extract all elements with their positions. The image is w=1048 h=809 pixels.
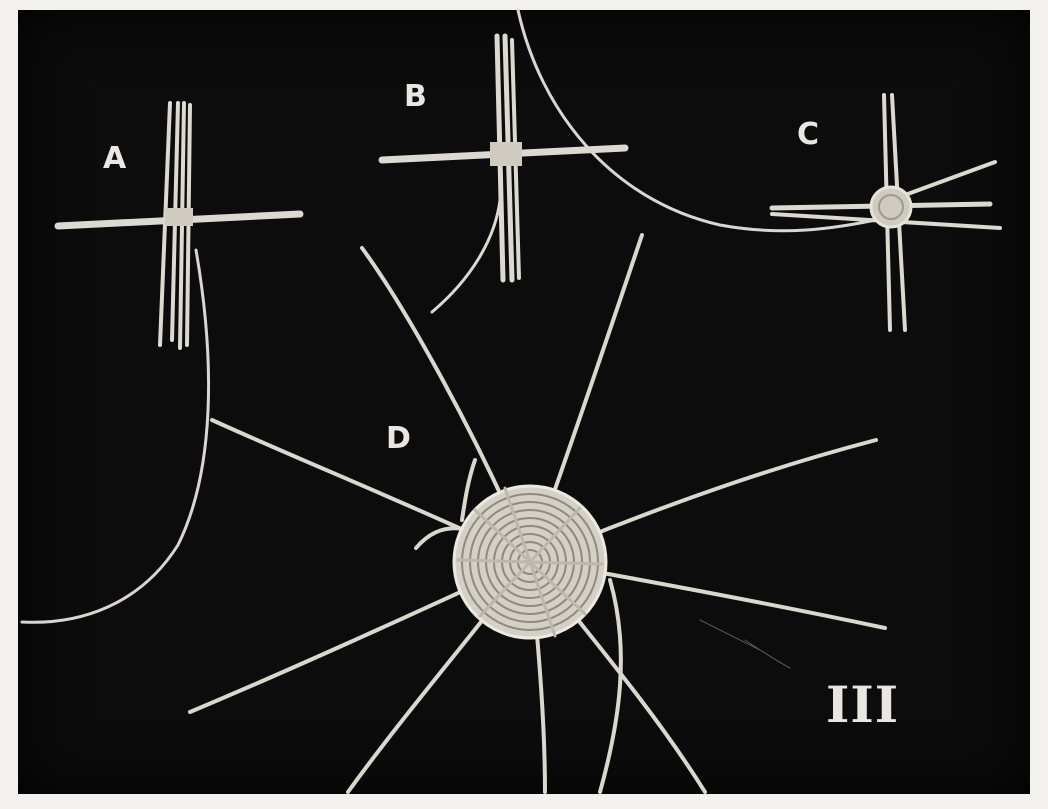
- cross-a: [54, 101, 304, 350]
- cross-b: [378, 33, 629, 314]
- plate-number: III: [826, 675, 900, 734]
- label-c: C: [797, 117, 820, 152]
- photo-plate-background: [18, 10, 1030, 794]
- label-b: B: [404, 79, 427, 114]
- label-d: D: [386, 421, 411, 456]
- label-a: A: [103, 141, 127, 176]
- curved-weaver-left: [20, 248, 210, 624]
- photo-specks: [699, 619, 791, 669]
- woven-base-d: [452, 484, 608, 640]
- cross-c: [769, 93, 1002, 332]
- curved-weaver-top: [516, 8, 887, 233]
